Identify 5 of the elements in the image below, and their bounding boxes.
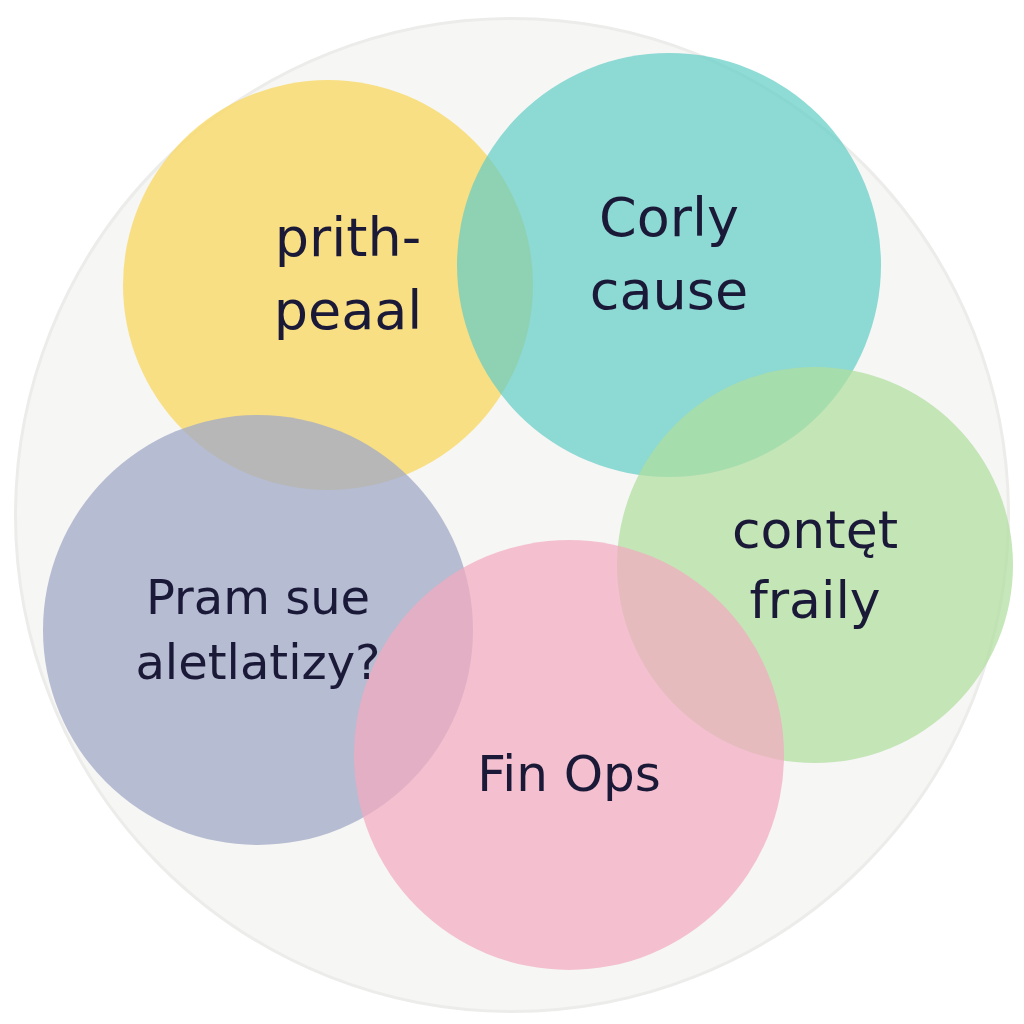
topic-label: contęt fraily <box>730 498 900 632</box>
topic-label: Corly cause <box>588 185 750 324</box>
topic-label: prith- peaal <box>272 205 424 344</box>
topic-label: Fin Ops <box>476 744 662 806</box>
topic-label: Pram sue aletlatizy? <box>134 568 382 692</box>
